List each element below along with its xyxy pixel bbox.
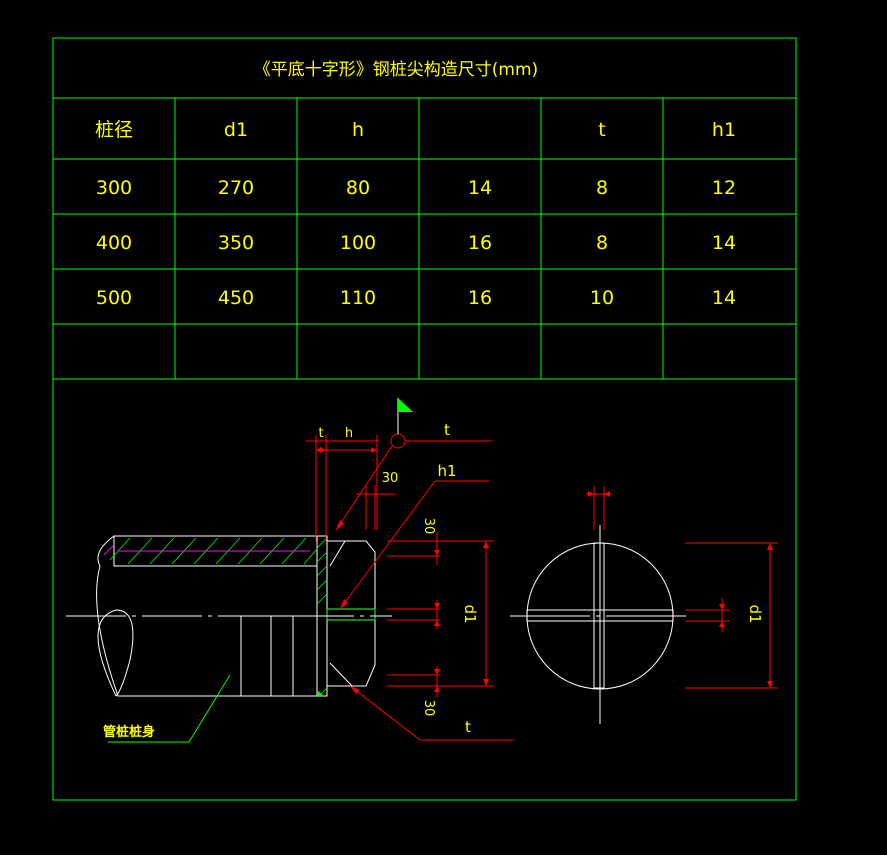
table-cell: 14 [468, 177, 492, 199]
table-cell: 12 [712, 177, 736, 199]
table-cell: 500 [96, 287, 132, 309]
table-cell: 270 [218, 177, 254, 199]
table-cell: 16 [468, 232, 492, 254]
label-pile-body: 管桩桩身 [103, 724, 155, 740]
label-h1: h1 [437, 462, 456, 480]
table-row: 400 350 100 16 8 14 [96, 232, 736, 254]
label-30-top: 30 [382, 471, 399, 486]
header-t: t [598, 119, 605, 141]
pile-tip-side-view [327, 540, 376, 687]
header-h1: h1 [712, 119, 736, 141]
table-cell: 350 [218, 232, 254, 254]
label-30-lower: 30 [421, 700, 436, 717]
end-dimensions [586, 486, 778, 689]
label-t-top-left: t [318, 426, 323, 441]
pile-tip-end-view [510, 525, 690, 724]
table-frame [52, 37, 797, 801]
label-t-top-right: t [444, 421, 450, 439]
end-dim-arrows [588, 491, 773, 688]
header-d1: d1 [224, 119, 248, 141]
table-cell: 14 [712, 287, 736, 309]
table-cell: 450 [218, 287, 254, 309]
label-d1-end: d1 [746, 604, 764, 623]
table-row: 300 270 80 14 8 12 [96, 177, 736, 199]
label-t-bottom: t [465, 718, 471, 736]
table-cell: 16 [468, 287, 492, 309]
table-header-row: 桩径 d1 h t h1 [95, 119, 736, 141]
table-cell: 100 [340, 232, 376, 254]
table-cell: 8 [596, 232, 608, 254]
table-cell: 300 [96, 177, 132, 199]
end-plate-hatch [316, 537, 328, 697]
table-cell: 8 [596, 177, 608, 199]
weld-flag-icon [398, 398, 413, 412]
table-title: 《平底十字形》钢桩尖构造尺寸(mm) [254, 60, 538, 80]
side-dim-arrows [316, 447, 489, 694]
label-d1-side: d1 [461, 604, 479, 623]
label-h-top: h [345, 426, 353, 441]
header-h: h [352, 119, 364, 141]
header-pile-diameter: 桩径 [95, 119, 133, 141]
table-cell: 110 [340, 287, 376, 309]
table-cell: 400 [96, 232, 132, 254]
outer-border [52, 37, 797, 801]
side-dimensions [306, 433, 514, 741]
table-row: 500 450 110 16 10 14 [96, 287, 736, 309]
table-cell: 10 [590, 287, 614, 309]
table-cell: 80 [346, 177, 370, 199]
table-cell: 14 [712, 232, 736, 254]
label-30-upper: 30 [421, 518, 436, 535]
